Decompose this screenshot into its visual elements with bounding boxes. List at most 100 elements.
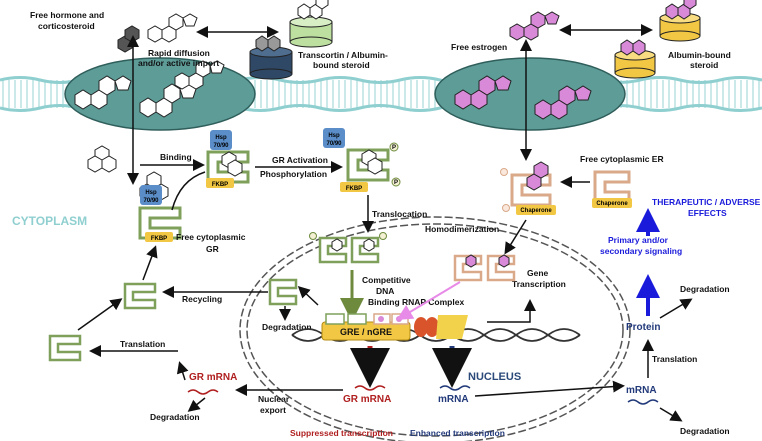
hsp-badge: Hsp 70/90 [323,128,345,148]
label-protein: Protein [626,322,660,333]
label-gr-mrna-cyto: GR mRNA [189,372,237,383]
nuclear-envelope-outer [239,216,631,441]
svg-text:Hsp: Hsp [145,190,157,196]
svg-text:Chaperone: Chaperone [596,201,628,207]
label-mrna-cyto: mRNA [626,385,657,396]
label-competitive-1: Competitive [362,275,411,285]
svg-text:FKBP: FKBP [212,182,228,188]
label-albumin-1: Albumin-bound [668,50,731,60]
svg-text:70/90: 70/90 [326,141,342,147]
svg-text:GRE / nGRE: GRE / nGRE [340,327,392,337]
label-homodimerization: Homodimerization [425,224,499,234]
albumin-bound-icon [249,35,293,80]
label-binding: Binding [160,152,192,162]
label-degradation-protein: Degradation [680,284,730,294]
fkbp-badge: FKBP [145,232,173,242]
label-phosphorylation: Phosphorylation [260,169,327,179]
er-dimer-icon [453,254,516,282]
label-competitive-3: Binding [368,297,400,307]
label-gene-2: Transcription [512,279,566,289]
svg-text:Hsp: Hsp [328,133,340,139]
activated-gr-icon: P P [346,142,401,187]
recycled-gr-icon [123,282,157,310]
label-primary-1: Primary and/or [608,235,669,245]
label-free-hormone-2: corticosteroid [38,21,95,31]
label-free-gr-2: GR [206,244,219,254]
label-translation-right: Translation [652,354,697,364]
label-rapid-2: and/or active import [138,58,219,68]
recycle-up-arrow [142,245,158,281]
label-translation-left: Translation [120,339,165,349]
estrogen-icon [454,75,512,110]
label-mrna-nuc: mRNA [438,394,469,405]
chaperone-er-icon: Chaperone [592,170,632,208]
nuclear-envelope-inner [246,223,624,437]
label-enhanced: Enhanced transcription [410,428,505,438]
grmrna-translation-arrow [176,361,189,381]
mrna-export-arrow [474,380,625,397]
steroid-icon [74,75,132,110]
label-gr-activation: GR Activation [272,155,328,165]
membrane-channel-left [64,57,256,131]
gr-receptor-icon [206,150,250,184]
label-nuclear-1: Nuclear [258,394,290,404]
label-cytoplasm: CYTOPLASM [12,214,87,228]
label-rapid-1: Rapid diffusion [148,48,210,58]
gre-box: GRE / nGRE [321,321,411,341]
albumin-bound-estrogen-icon [659,0,701,42]
steroid-icon [87,145,117,173]
label-free-gr-1: Free cytoplasmic [176,232,246,242]
label-gene-1: Gene [527,268,549,278]
label-nucleus: NUCLEUS [468,371,521,383]
label-degradation-cyto: Degradation [262,322,312,332]
svg-text:Chaperone: Chaperone [520,208,552,214]
svg-text:Hsp: Hsp [215,135,227,141]
hsp-badge: Hsp 70/90 [140,185,162,205]
steroid-icon [174,60,225,90]
steroid-icon [117,25,140,53]
gr-mrna-nuc-icon [354,385,386,391]
label-free-er: Free cytoplasmic ER [580,154,664,164]
svg-text:70/90: 70/90 [213,143,229,149]
rnap-complex-icon [414,315,468,339]
label-recycling: Recycling [182,294,222,304]
fkbp-badge: FKBP [206,178,234,188]
binding-curve [171,171,206,211]
steroid-icon [147,13,198,43]
label-free-hormone-1: Free hormone and [30,10,104,20]
label-translocation: Translocation [372,209,427,219]
label-gr-mrna-nuc: GR mRNA [343,394,391,405]
gr-dimer-icon [309,232,387,264]
label-nuclear-2: export [260,405,286,415]
estrogen-icon [534,85,592,120]
mrna-cyto-icon [627,399,659,405]
label-transcortin-2: bound steroid [313,60,370,70]
ngre-arrow [396,281,461,321]
label-rnap: RNAP Complex [402,297,464,307]
svg-text:FKBP: FKBP [346,186,362,192]
label-therapeutic-1: THERAPEUTIC / ADVERSE [652,197,761,207]
transcortin-bound-icon [289,0,333,48]
label-degradation-grmrna: Degradation [150,412,200,422]
gene-transcription-arrow [487,299,536,323]
label-degradation-mrna: Degradation [680,426,730,436]
svg-text:FKBP: FKBP [151,236,167,242]
hsp-badge: Hsp 70/90 [210,130,232,150]
label-transcortin-1: Transcortin / Albumin- [298,50,388,60]
mrna-degradation-arrow [659,407,683,422]
albumin-bound-estrogen-icon-2 [614,39,656,79]
gr-mrna-cyto-icon [187,389,219,395]
to-recycle-arrow [297,285,319,306]
new-gr-arrow [77,298,123,331]
svg-text:P: P [394,180,398,186]
label-primary-2: secondary signaling [600,246,682,256]
er-estrogen-icon: Chaperone [500,161,556,215]
label-albumin-2: steroid [690,60,718,70]
new-gr-icon [48,334,82,362]
svg-text:P: P [392,145,396,151]
grmrna-degradation-arrow [187,397,206,412]
label-competitive-2: DNA [376,286,394,296]
mrna-nuc-icon [439,385,471,391]
